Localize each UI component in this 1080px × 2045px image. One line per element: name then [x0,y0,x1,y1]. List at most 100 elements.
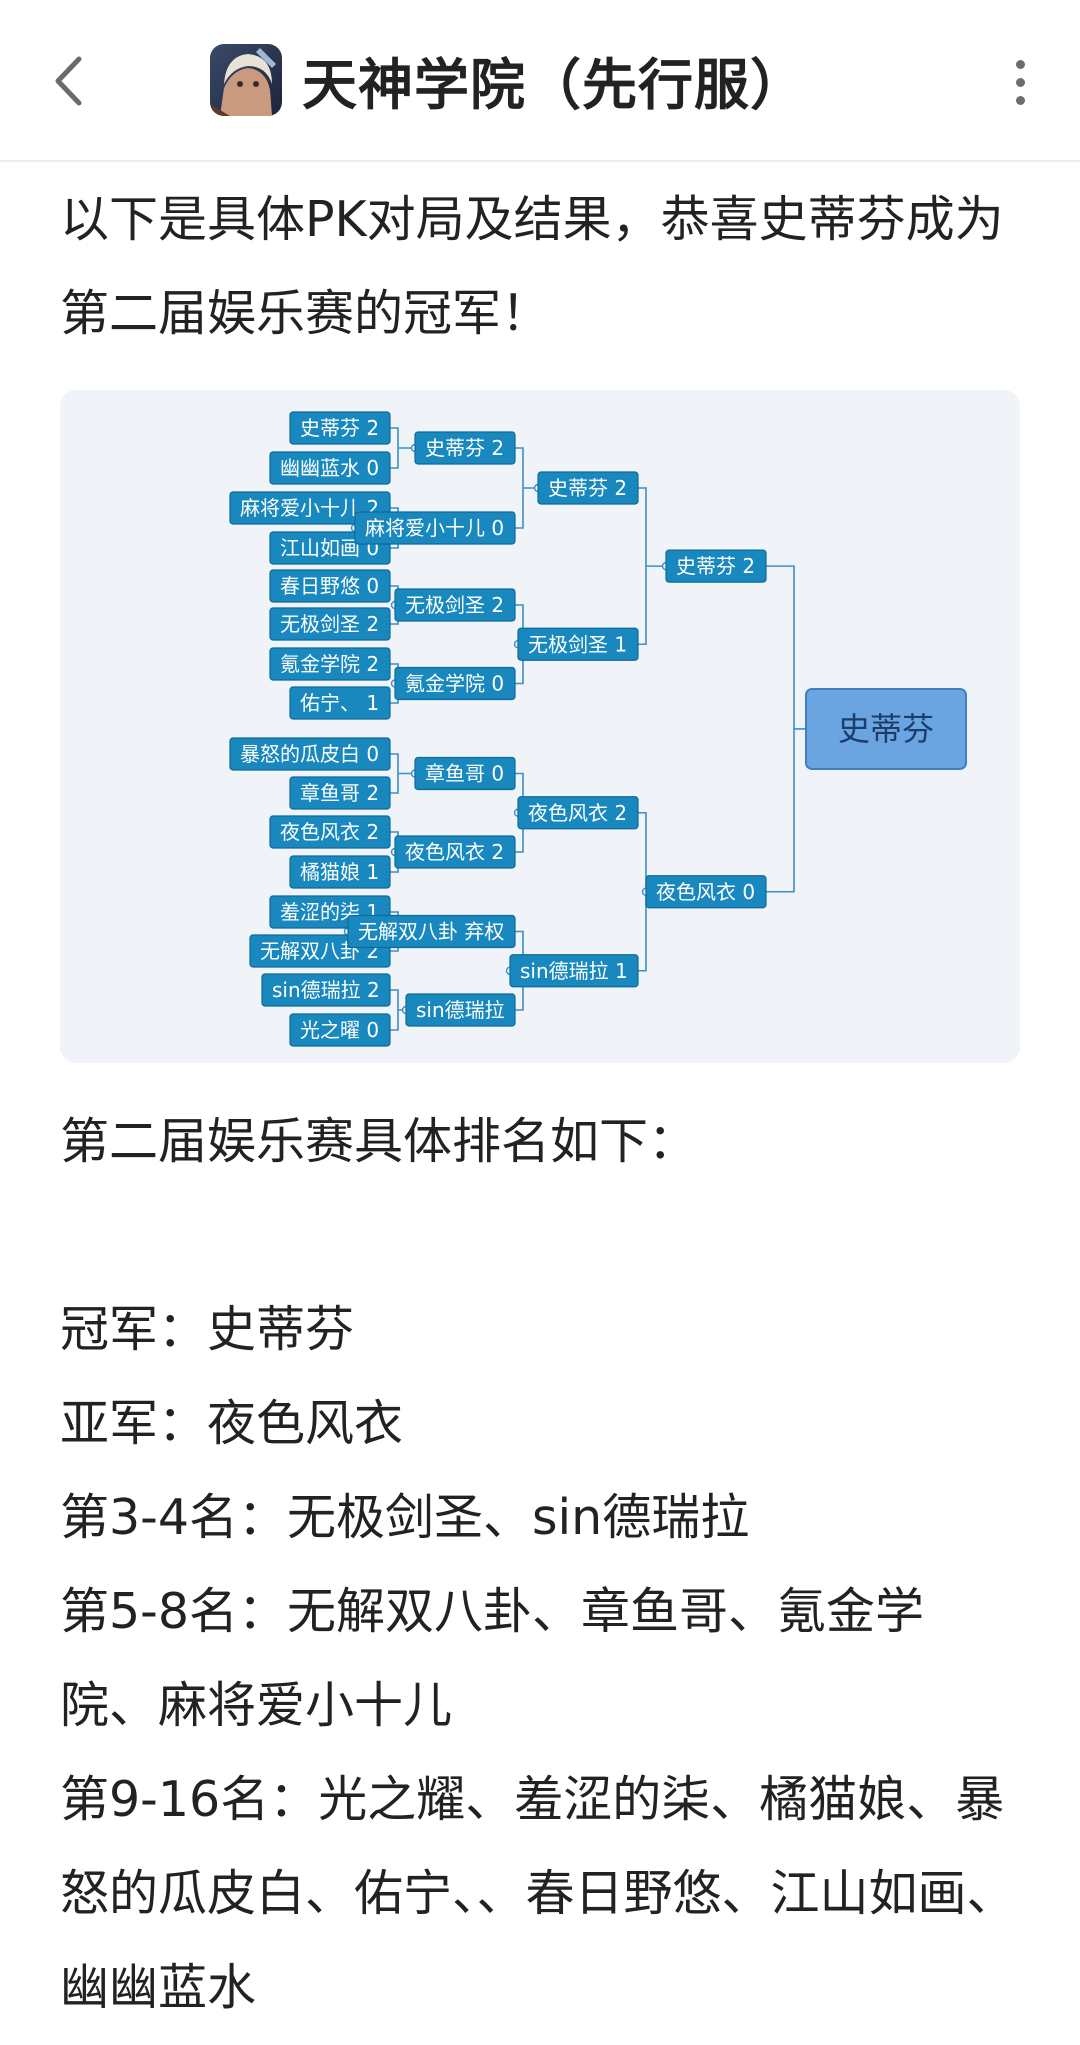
bracket-node-label: 章鱼哥 2 [300,781,379,805]
bracket-node-label: 史蒂芬 2 [548,476,627,500]
title-group: 天神学院（先行服） [210,44,806,117]
bracket-match-node: 麻将爱小十儿 0 [354,511,516,545]
bracket-match-node: 光之曜 0 [289,1013,391,1047]
bracket-node-label: 佑宁、 1 [300,691,379,715]
champion-label: 史蒂芬 [838,710,934,748]
app-avatar-icon[interactable] [210,44,282,116]
bracket-match-node: 羞涩的柒 1 [269,895,391,929]
bracket-node-box [405,993,516,1027]
bracket-node-label: 无解双八卦 弃权 [358,920,504,944]
top-bar: 天神学院（先行服） [0,0,1080,162]
bracket-node-box [289,411,391,445]
bracket-node-box [289,1013,391,1047]
bracket-node-box [414,431,516,465]
bracket-node-box [347,914,516,949]
bracket-node-box [261,973,391,1007]
bracket-match-node: 史蒂芬 2 [665,549,767,583]
bracket-node-label: 无极剑圣 1 [528,632,627,656]
bracket-node-box [517,627,639,661]
bracket-node-box [645,875,767,909]
bracket-match-node: 暴怒的瓜皮白 0 [229,737,391,771]
bracket-match-node: 无极剑圣 1 [517,627,639,661]
bracket-node-label: 春日野悠 0 [280,574,379,598]
bracket-node-box [517,796,639,830]
bracket-node-box [229,491,391,525]
bracket-node-label: 氪金学院 0 [405,672,504,696]
bracket-node-label: 夜色风衣 2 [405,840,504,864]
bracket-connector [638,487,666,646]
bracket-match-node: 史蒂芬 2 [414,431,516,465]
bracket-node-label: 夜色风衣 2 [280,820,379,844]
bracket-match-node: 幽幽蓝水 0 [269,451,391,485]
bracket-node-label: 夜色风衣 0 [656,880,755,904]
bracket-node-label: 夜色风衣 2 [528,801,627,825]
bracket-match-node: sin德瑞拉 1 [509,954,639,988]
bracket-node-box [289,776,391,810]
bracket-node-label: sin德瑞拉 1 [520,959,628,983]
bracket-match-node: 佑宁、 1 [289,686,391,720]
bracket-node-box [269,607,391,641]
bracket-node-box [354,511,516,545]
intro-paragraph: 以下是具体PK对局及结果，恭喜史蒂芬成为第二届娱乐赛的冠军！ [60,191,1004,342]
bracket-node-box [509,954,639,988]
bracket-node-box [394,588,516,622]
bracket-node-label: 暴怒的瓜皮白 0 [240,742,379,766]
bracket-node-label: 氪金学院 2 [280,652,379,676]
bracket-match-node: 夜色风衣 2 [517,796,639,830]
bracket-node-box [289,686,391,720]
bracket-match-node: 章鱼哥 0 [414,756,516,791]
bracket-node-box [394,835,516,869]
more-vertical-icon [1015,59,1025,69]
champion-box [805,687,967,770]
bracket-final-connector [766,565,806,893]
more-vertical-icon-dot [1015,95,1025,105]
bracket-match-node: 无极剑圣 2 [269,607,391,641]
bracket-node-label: 章鱼哥 0 [425,762,504,786]
bracket-node-label: sin德瑞拉 [416,998,505,1022]
bracket-match-node: 夜色风衣 2 [269,815,391,849]
bracket-node-box [269,451,391,485]
bracket-node-label: 橘猫娘 1 [300,860,379,884]
bracket-match-node: 史蒂芬 2 [537,471,639,505]
bracket-match-node: 麻将爱小十儿 2 [229,491,391,525]
back-button[interactable] [38,46,98,116]
bracket-node-box [229,737,391,771]
bracket-node-label: 幽幽蓝水 0 [280,456,379,480]
ranking-runner-up: 亚军：夜色风衣 [60,1395,404,1452]
bracket-node-label: 麻将爱小十儿 0 [365,516,504,540]
bracket-node-box [269,569,391,603]
bracket-match-node: 氪金学院 0 [394,666,516,701]
more-vertical-icon-dot [1015,77,1025,87]
bracket-node-box [665,549,767,583]
ranking-champion: 冠军：史蒂芬 [60,1301,355,1358]
bracket-match-node: 橘猫娘 1 [289,855,391,889]
bracket-match-node: 无解双八卦 弃权 [347,914,516,949]
bracket-match-node: sin德瑞拉 [405,993,516,1027]
bracket-node-label: 史蒂芬 2 [676,554,755,578]
bracket-node-box [289,855,391,889]
ranking-3-4: 第3-4名：无极剑圣、sin德瑞拉 [60,1489,750,1546]
bracket-node-label: 光之曜 0 [300,1018,379,1042]
bracket-node-box [537,471,639,505]
bracket-node-label: sin德瑞拉 2 [272,978,380,1002]
bracket-node-box [414,756,516,791]
bracket-node-box [269,647,391,681]
bracket-node-box [269,815,391,849]
bracket-champion-node: 史蒂芬 [805,687,967,770]
bracket-match-node: 夜色风衣 0 [645,875,767,909]
ranking-9-16: 第9-16名：光之耀、羞涩的柒、橘猫娘、暴怒的瓜皮白、佑宁、、春日野悠、江山如画… [60,1771,1016,2016]
bracket-match-node: 无极剑圣 2 [394,588,516,622]
chevron-left-icon [55,56,82,106]
bracket-match-node: 章鱼哥 2 [289,776,391,810]
page-title: 天神学院（先行服） [302,53,807,117]
ranking-5-8: 第5-8名：无解双八卦、章鱼哥、氪金学院、麻将爱小十儿 [60,1583,925,1734]
bracket-match-node: 春日野悠 0 [269,569,391,603]
bracket-node-box [394,666,516,701]
bracket-match-node: sin德瑞拉 2 [261,973,391,1007]
bracket-node-label: 史蒂芬 2 [300,416,379,440]
more-button[interactable] [1000,50,1040,114]
ranking-list: 冠军：史蒂芬 亚军：夜色风衣 第3-4名：无极剑圣、sin德瑞拉 第5-8名：无… [60,1283,1020,2035]
